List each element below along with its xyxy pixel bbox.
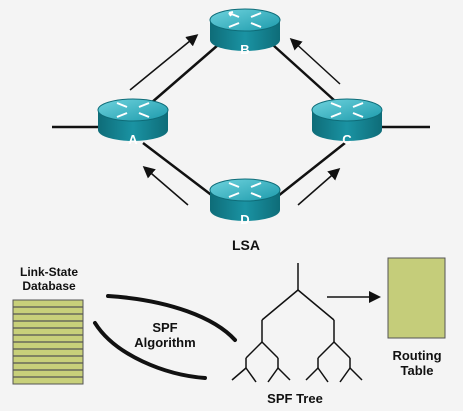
link-a-d [142, 142, 219, 201]
link-d-c [272, 142, 346, 201]
spf-tree-label: SPF Tree [267, 391, 323, 406]
routing-table-label: Routing Table [378, 348, 456, 378]
link-state-database-icon [12, 299, 84, 385]
router-d-label: D [240, 212, 250, 227]
routing-table-label-line1: Routing [392, 348, 442, 363]
lsa-arrow-d-to-a [142, 166, 189, 206]
router-d [209, 178, 281, 221]
lsa-label: LSA [232, 237, 260, 253]
link-a-b [142, 44, 219, 111]
router-c [311, 98, 383, 141]
routing-table-label-line2: Table [400, 363, 434, 378]
spf-label-line2: Algorithm [134, 335, 196, 350]
routing-table-icon [387, 257, 446, 339]
lsa-arrow-d-to-c [297, 168, 341, 206]
link-state-database-label: Link-State Database [4, 265, 94, 293]
lsdb-label-line2: Database [22, 279, 76, 293]
lsa-arrow-a-to-b [129, 34, 199, 91]
spf-label-line1: SPF [152, 320, 178, 335]
network-links [52, 44, 430, 201]
router-c-label: C [342, 132, 352, 147]
link-b-c [272, 44, 346, 111]
lsa-arrows [129, 34, 341, 206]
spf-algorithm-curves [93, 294, 237, 380]
lsdb-label-line1: Link-State [19, 265, 78, 279]
spf-algorithm-label: SPF Algorithm [120, 320, 210, 350]
spf-curve-upper [106, 294, 237, 342]
router-b-label: B [240, 42, 250, 57]
router-b [209, 8, 281, 51]
router-a [97, 98, 169, 141]
spf-tree-icon [231, 263, 363, 383]
router-a-label: A [128, 132, 138, 147]
lsa-arrow-c-to-b [289, 37, 341, 85]
spf-curve-lower [93, 321, 207, 380]
